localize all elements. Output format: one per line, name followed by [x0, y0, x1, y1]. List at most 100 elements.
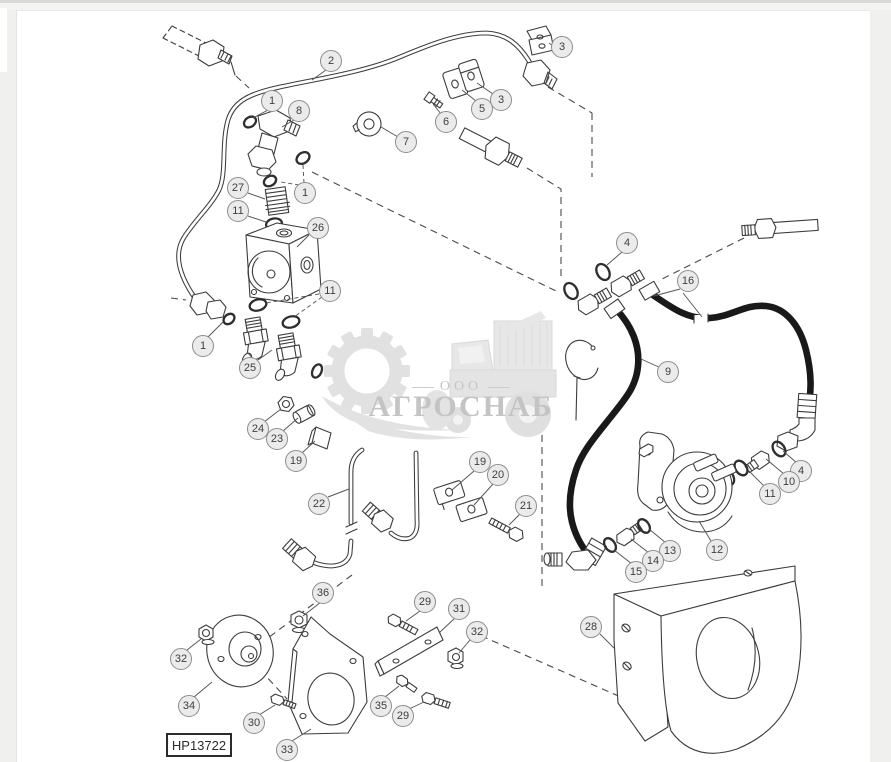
part-clamp-pair-3-5	[442, 58, 485, 99]
callout-11[interactable]: 11	[227, 200, 249, 222]
part-top-left-fitting	[162, 25, 236, 76]
callout-25[interactable]: 25	[239, 357, 261, 379]
callout-35[interactable]: 35	[370, 695, 392, 717]
callout-9[interactable]: 9	[657, 361, 679, 383]
callout-16[interactable]: 16	[677, 270, 699, 292]
part-check-valves-25	[241, 316, 324, 381]
part-bolt-30	[270, 693, 297, 710]
callout-34[interactable]: 34	[178, 695, 200, 717]
callout-number: 21	[519, 500, 533, 512]
callout-number: 24	[251, 423, 265, 435]
part-nut-32-left	[198, 624, 215, 646]
part-nipple-27	[264, 186, 291, 216]
callout-number: 9	[664, 366, 672, 378]
part-clamp-3-top	[526, 25, 555, 56]
callout-5[interactable]: 5	[471, 98, 493, 120]
part-bolt-29-bottom	[421, 691, 451, 709]
callout-3[interactable]: 3	[551, 36, 573, 58]
callout-leader-lines	[186, 42, 798, 742]
callout-number: 29	[396, 710, 410, 722]
callout-19[interactable]: 19	[285, 450, 307, 472]
part-screw-35	[396, 674, 418, 693]
callout-number: 30	[247, 717, 261, 729]
callout-24[interactable]: 24	[247, 418, 269, 440]
callout-27[interactable]: 27	[227, 177, 249, 199]
callout-1[interactable]: 1	[192, 335, 214, 357]
callout-32[interactable]: 32	[170, 648, 192, 670]
callout-number: 34	[182, 700, 196, 712]
callout-26[interactable]: 26	[307, 217, 329, 239]
callout-33[interactable]: 33	[276, 739, 298, 761]
part-jumper-tube-diagonal	[458, 127, 523, 168]
callout-number: 3	[497, 94, 505, 106]
part-motor-12	[637, 431, 737, 533]
callout-32[interactable]: 32	[466, 621, 488, 643]
callout-number: 11	[232, 205, 244, 217]
part-bracket-28	[613, 565, 802, 754]
part-disc-34	[206, 614, 274, 688]
callout-number: 25	[243, 362, 257, 374]
part-tee-fitting-8	[242, 109, 311, 188]
callout-11[interactable]: 11	[319, 280, 341, 302]
callout-number: 13	[663, 545, 677, 557]
callout-10[interactable]: 10	[778, 471, 800, 493]
callout-2[interactable]: 2	[320, 50, 342, 72]
part-valve-26	[245, 222, 322, 304]
callout-29[interactable]: 29	[414, 591, 436, 613]
callout-22[interactable]: 22	[308, 493, 330, 515]
callout-number: 22	[312, 498, 326, 510]
callout-31[interactable]: 31	[448, 598, 470, 620]
callout-30[interactable]: 30	[243, 712, 265, 734]
callout-number: 3	[558, 41, 566, 53]
callout-number: 20	[491, 469, 505, 481]
callout-number: 1	[199, 340, 207, 352]
left-margin-notch	[0, 8, 7, 72]
callout-11[interactable]: 11	[759, 483, 781, 505]
top-border-light	[0, 3, 891, 10]
callout-number: 36	[316, 587, 330, 599]
callout-36[interactable]: 36	[312, 582, 334, 604]
part-tube-2	[176, 30, 558, 320]
part-hose9-upper-fitting	[563, 281, 626, 320]
callout-20[interactable]: 20	[487, 464, 509, 486]
callout-14[interactable]: 14	[642, 550, 664, 572]
callout-28[interactable]: 28	[580, 616, 602, 638]
drawing-number-label: HP13722	[166, 733, 232, 757]
callout-6[interactable]: 6	[435, 111, 457, 133]
callout-number: 29	[418, 596, 432, 608]
assembly-axis-lines	[170, 75, 800, 727]
part-motor-fittings-13-14-15	[602, 518, 652, 553]
callout-number: 1	[301, 187, 309, 199]
callout-number: 4	[623, 237, 631, 249]
callout-1[interactable]: 1	[294, 182, 316, 204]
callout-number: 32	[470, 626, 484, 638]
callout-15[interactable]: 15	[625, 561, 647, 583]
callout-number: 16	[681, 275, 695, 287]
callout-3[interactable]: 3	[490, 89, 512, 111]
callout-7[interactable]: 7	[395, 131, 417, 153]
callout-number: 27	[231, 182, 245, 194]
callout-23[interactable]: 23	[266, 428, 288, 450]
callout-number: 2	[327, 55, 335, 67]
callout-29[interactable]: 29	[392, 705, 414, 727]
part-nut-24	[277, 395, 295, 413]
part-washer-7	[352, 111, 382, 137]
part-screw-6	[423, 91, 444, 109]
callout-number: 23	[270, 433, 284, 445]
callout-8[interactable]: 8	[288, 100, 310, 122]
callout-1[interactable]: 1	[261, 90, 283, 112]
part-bar-31	[374, 626, 444, 677]
callout-12[interactable]: 12	[706, 539, 728, 561]
callout-4[interactable]: 4	[616, 232, 638, 254]
callout-number: 32	[174, 653, 188, 665]
drawing-number-text: HP13722	[171, 737, 227, 753]
part-plate-33	[287, 616, 368, 735]
watermark-prefix: ООО	[396, 379, 526, 395]
callout-21[interactable]: 21	[515, 495, 537, 517]
callout-number: 12	[710, 544, 724, 556]
part-wire-clip	[565, 339, 599, 421]
callout-13[interactable]: 13	[659, 540, 681, 562]
callout-19[interactable]: 19	[469, 451, 491, 473]
callout-number: 11	[764, 488, 776, 500]
